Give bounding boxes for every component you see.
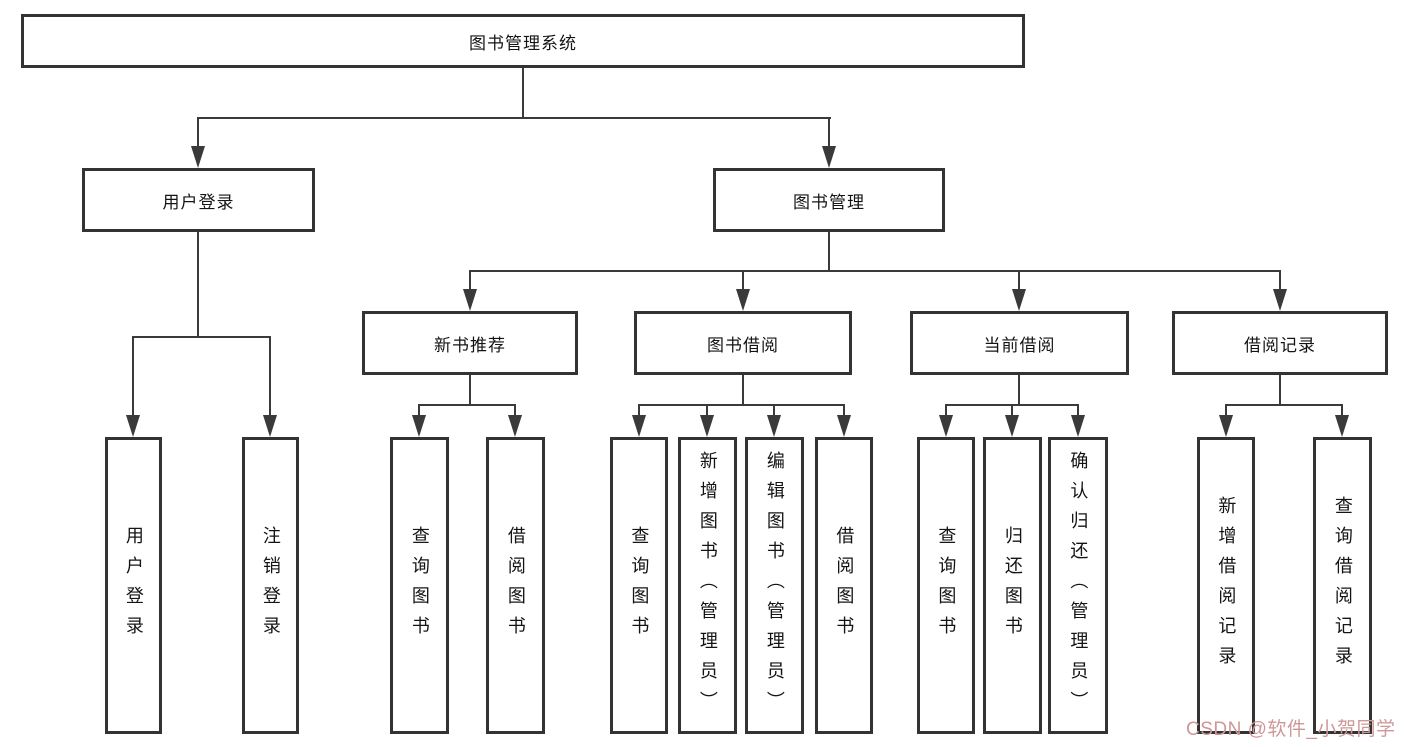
leaf-edit-book-admin-label: 编辑图书（管理员） — [764, 450, 785, 721]
node-book-management-label: 图书管理 — [793, 192, 865, 212]
connector-line — [1225, 404, 1343, 406]
arrowhead — [1273, 289, 1287, 311]
arrowhead — [412, 415, 426, 437]
leaf-edit-book-admin: 编辑图书（管理员） — [745, 437, 804, 734]
leaf-logout: 注销登录 — [242, 437, 299, 734]
connector-line — [742, 375, 744, 406]
node-root-label: 图书管理系统 — [469, 33, 577, 53]
leaf-query-books-recommend: 查询图书 — [390, 437, 449, 734]
arrowhead — [508, 415, 522, 437]
arrowhead — [263, 415, 277, 437]
connector-line — [1279, 270, 1281, 292]
connector-line — [706, 404, 708, 418]
leaf-return-book-label: 归还图书 — [1002, 525, 1023, 646]
leaf-borrow-books: 借阅图书 — [815, 437, 873, 734]
connector-line — [197, 117, 199, 149]
leaf-query-books-current-label: 查询图书 — [936, 525, 957, 646]
leaf-borrow-books-recommend: 借阅图书 — [486, 437, 545, 734]
leaf-query-books-borrow-label: 查询图书 — [629, 525, 650, 646]
connector-line — [132, 336, 271, 338]
arrowhead — [767, 415, 781, 437]
connector-line — [132, 336, 134, 418]
arrowhead — [1012, 289, 1026, 311]
arrowhead — [822, 146, 836, 168]
leaf-return-book: 归还图书 — [983, 437, 1042, 734]
arrowhead — [1071, 415, 1085, 437]
node-user-login: 用户登录 — [82, 168, 315, 232]
connector-line — [514, 404, 516, 418]
arrowhead — [1219, 415, 1233, 437]
connector-line — [197, 232, 199, 338]
node-book-borrow-label: 图书借阅 — [707, 335, 779, 355]
arrowhead — [632, 415, 646, 437]
node-current-borrow: 当前借阅 — [910, 311, 1129, 375]
arrowhead — [736, 289, 750, 311]
leaf-borrow-books-label: 借阅图书 — [834, 525, 855, 646]
connector-line — [1225, 404, 1227, 418]
connector-line — [742, 270, 744, 292]
connector-line — [828, 117, 830, 149]
connector-line — [1077, 404, 1079, 418]
leaf-add-borrow-record: 新增借阅记录 — [1197, 437, 1255, 734]
connector-line — [828, 232, 830, 272]
arrowhead — [1005, 415, 1019, 437]
connector-line — [1341, 404, 1343, 418]
leaf-add-book-admin: 新增图书（管理员） — [678, 437, 737, 734]
leaf-logout-label: 注销登录 — [260, 525, 281, 646]
connector-line — [638, 404, 640, 418]
connector-line — [197, 117, 831, 119]
connector-line — [469, 270, 471, 292]
connector-line — [1018, 375, 1020, 406]
node-new-book-recommend-label: 新书推荐 — [434, 335, 506, 355]
leaf-user-login: 用户登录 — [105, 437, 162, 734]
node-borrow-records: 借阅记录 — [1172, 311, 1388, 375]
connector-line — [945, 404, 947, 418]
connector-line — [1018, 270, 1020, 292]
leaf-query-books-borrow: 查询图书 — [610, 437, 668, 734]
leaf-query-books-recommend-label: 查询图书 — [409, 525, 430, 646]
arrowhead — [463, 289, 477, 311]
leaf-user-login-label: 用户登录 — [123, 525, 144, 646]
connector-line — [773, 404, 775, 418]
leaf-query-borrow-record-label: 查询借阅记录 — [1332, 495, 1353, 676]
connector-line — [418, 404, 420, 418]
leaf-query-books-current: 查询图书 — [917, 437, 975, 734]
connector-line — [1279, 375, 1281, 406]
arrowhead — [126, 415, 140, 437]
node-current-borrow-label: 当前借阅 — [983, 335, 1056, 355]
connector-line — [469, 270, 1281, 272]
node-user-login-label: 用户登录 — [162, 192, 235, 212]
leaf-query-borrow-record: 查询借阅记录 — [1313, 437, 1372, 734]
connector-line — [843, 404, 845, 418]
leaf-confirm-return-admin-label: 确认归还（管理员） — [1068, 450, 1089, 721]
arrowhead — [1335, 415, 1349, 437]
arrowhead — [837, 415, 851, 437]
connector-line — [1011, 404, 1013, 418]
leaf-borrow-books-recommend-label: 借阅图书 — [505, 525, 526, 646]
node-book-management: 图书管理 — [713, 168, 945, 232]
connector-line — [638, 404, 845, 406]
node-borrow-records-label: 借阅记录 — [1244, 335, 1316, 355]
connector-line — [469, 375, 471, 406]
leaf-confirm-return-admin: 确认归还（管理员） — [1048, 437, 1108, 734]
connector-line — [522, 68, 524, 118]
node-root: 图书管理系统 — [21, 14, 1025, 68]
leaf-add-book-admin-label: 新增图书（管理员） — [697, 450, 718, 721]
connector-line — [418, 404, 516, 406]
node-book-borrow: 图书借阅 — [634, 311, 852, 375]
leaf-add-borrow-record-label: 新增借阅记录 — [1216, 495, 1237, 676]
connector-line — [269, 336, 271, 418]
arrowhead — [700, 415, 714, 437]
node-new-book-recommend: 新书推荐 — [362, 311, 578, 375]
arrowhead — [191, 146, 205, 168]
csdn-watermark: CSDN @软件_小贺同学 — [1186, 719, 1396, 740]
arrowhead — [939, 415, 953, 437]
